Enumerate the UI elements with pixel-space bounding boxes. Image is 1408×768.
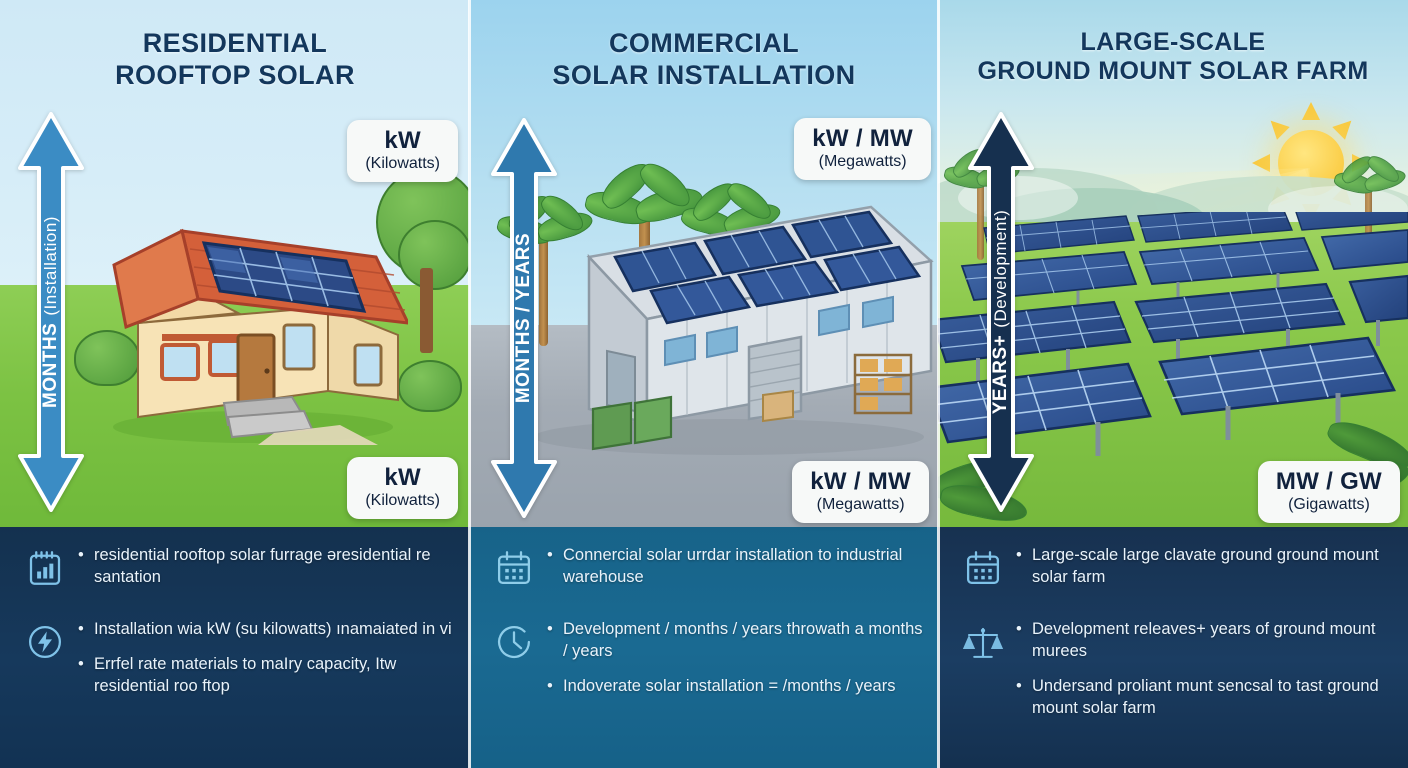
title-line-1: LARGE-SCALE	[1080, 28, 1266, 56]
bullet-list: • Connercial solar urrdar installation t…	[545, 545, 925, 602]
info-group: • Installation wia kW (su kilowatts) ına…	[14, 619, 456, 711]
unit-badge-sub: (Megawatts)	[818, 153, 907, 171]
palm-tree-left	[494, 189, 596, 346]
bullet-text: residential rooftop solar furrage əresid…	[94, 546, 431, 586]
bush-left	[74, 330, 140, 386]
clock-icon	[483, 619, 545, 677]
bullet-text: Large-scale large clavate ground ground …	[1032, 546, 1379, 586]
info-group: • Connercial solar urrdar installation t…	[483, 545, 925, 603]
list-item: • Connercial solar urrdar installation t…	[547, 545, 925, 589]
unit-badge-sub: (Megawatts)	[816, 495, 905, 513]
scene-residential-illustration	[0, 0, 470, 527]
title-line-2: ROOFTOP SOLAR	[115, 59, 355, 90]
infobar-large-scale: • Large-scale large clavate ground groun…	[938, 527, 1408, 768]
title-line-2: GROUND MOUNT SOLAR FARM	[977, 57, 1369, 86]
unit-badge-bottom-large-scale: MW / GW (Gigawatts)	[1257, 460, 1400, 523]
bullet-dot: •	[78, 654, 84, 673]
bullet-dot: •	[547, 620, 553, 638]
unit-badge-main: kW	[384, 127, 421, 154]
double-arrow-icon	[968, 112, 1034, 512]
lightning-bolt-circle-icon	[14, 619, 76, 677]
bullet-dot: •	[547, 546, 553, 564]
double-arrow-icon	[18, 112, 84, 512]
list-item: • Development releaves+ years of ground …	[1016, 619, 1394, 663]
house-with-rooftop-solar	[112, 228, 408, 445]
page-title-commercial: COMMERCIAL SOLAR INSTALLATION	[469, 28, 939, 91]
divider-2	[937, 0, 940, 768]
unit-badge-sub: (Kilowatts)	[365, 491, 440, 509]
tree-large	[372, 168, 470, 353]
calendar-icon	[483, 545, 545, 603]
bullet-dot: •	[1016, 546, 1022, 564]
bullet-text: Errfel rate materials to maIry capacity,…	[94, 654, 397, 695]
info-group: • residential rooftop solar furrage əres…	[14, 545, 456, 603]
bullet-text: Indoverate solar installation = /months …	[563, 676, 896, 695]
double-arrow-icon	[491, 118, 557, 518]
bullet-dot: •	[78, 620, 84, 638]
list-item: • Errfel rate materials to maIry capacit…	[78, 654, 456, 698]
page-title-large-scale: LARGE-SCALE GROUND MOUNT SOLAR FARM	[938, 28, 1408, 87]
bullet-text: Installation wia kW (su kilowatts) ınama…	[94, 620, 452, 638]
bullet-dot: •	[1016, 620, 1022, 638]
bullet-text: Development releaves+ years of ground mo…	[1032, 620, 1376, 660]
bullet-list: • Development releaves+ years of ground …	[1014, 619, 1394, 733]
unit-badge-top-residential: kW (Kilowatts)	[347, 120, 458, 183]
list-item: • residential rooftop solar furrage əres…	[78, 545, 456, 589]
divider-1	[468, 0, 471, 768]
panel-residential: RESIDENTIAL ROOFTOP SOLAR MONTHS (Instal…	[0, 0, 470, 768]
panel-commercial: COMMERCIAL SOLAR INSTALLATION MONTHS / Y…	[469, 0, 939, 768]
bullet-list: • Large-scale large clavate ground groun…	[1014, 545, 1394, 602]
page-title-residential: RESIDENTIAL ROOFTOP SOLAR	[0, 28, 470, 91]
info-group: • Development / months / years throwath …	[483, 619, 925, 711]
bullet-text: Connercial solar urrdar installation to …	[563, 546, 903, 586]
infobar-residential: • residential rooftop solar furrage əres…	[0, 527, 470, 768]
unit-badge-main: MW / GW	[1275, 467, 1382, 495]
bullet-list: • Installation wia kW (su kilowatts) ına…	[76, 619, 456, 711]
commercial-warehouse-with-solar-array	[534, 205, 934, 455]
calendar-icon	[952, 545, 1014, 603]
unit-badge-bottom-commercial: kW / MW (Megawatts)	[792, 460, 929, 523]
list-item: • Development / months / years throwath …	[547, 619, 925, 663]
palm-tree-distant-left	[942, 143, 1022, 260]
unit-badge-main: kW / MW	[810, 467, 911, 495]
timeline-arrow-residential: MONTHS (Installation)	[18, 112, 84, 512]
bullet-list: • Development / months / years throwath …	[545, 619, 925, 711]
title-line-1: COMMERCIAL	[609, 28, 799, 58]
bullet-text: Development / months / years throwath a …	[563, 620, 923, 660]
list-item: • Installation wia kW (su kilowatts) ına…	[78, 619, 456, 641]
unit-badge-main: kW / MW	[812, 125, 913, 152]
title-line-1: RESIDENTIAL	[142, 28, 328, 58]
bullet-list: • residential rooftop solar furrage əres…	[76, 545, 456, 602]
unit-badge-sub: (Kilowatts)	[365, 155, 440, 173]
timeline-arrow-large-scale: YEARS+ (Development)	[968, 112, 1034, 512]
unit-badge-top-commercial: kW / MW (Megawatts)	[794, 118, 931, 181]
list-item: • Indoverate solar installation = /month…	[547, 676, 925, 698]
panel-large-scale: LARGE-SCALE GROUND MOUNT SOLAR FARM YEAR…	[938, 0, 1408, 768]
notepad-chart-icon	[14, 545, 76, 603]
info-group: • Large-scale large clavate ground groun…	[952, 545, 1394, 603]
scales-balance-icon	[952, 619, 1014, 677]
title-line-2: SOLAR INSTALLATION	[552, 59, 856, 90]
infobar-commercial: • Connercial solar urrdar installation t…	[469, 527, 939, 768]
bullet-dot: •	[78, 546, 84, 564]
info-group: • Development releaves+ years of ground …	[952, 619, 1394, 733]
list-item: • Undersand proliant munt sencsal to tas…	[1016, 676, 1394, 720]
bullet-dot: •	[1016, 676, 1022, 695]
list-item: • Large-scale large clavate ground groun…	[1016, 545, 1394, 589]
unit-badge-sub: (Gigawatts)	[1288, 495, 1370, 513]
timeline-arrow-commercial: MONTHS / YEARS	[491, 118, 557, 518]
unit-badge-main: kW	[384, 463, 421, 491]
unit-badge-bottom-residential: kW (Kilowatts)	[347, 456, 458, 519]
bullet-dot: •	[547, 676, 553, 695]
bullet-text: Undersand proliant munt sencsal to tast …	[1032, 676, 1379, 717]
